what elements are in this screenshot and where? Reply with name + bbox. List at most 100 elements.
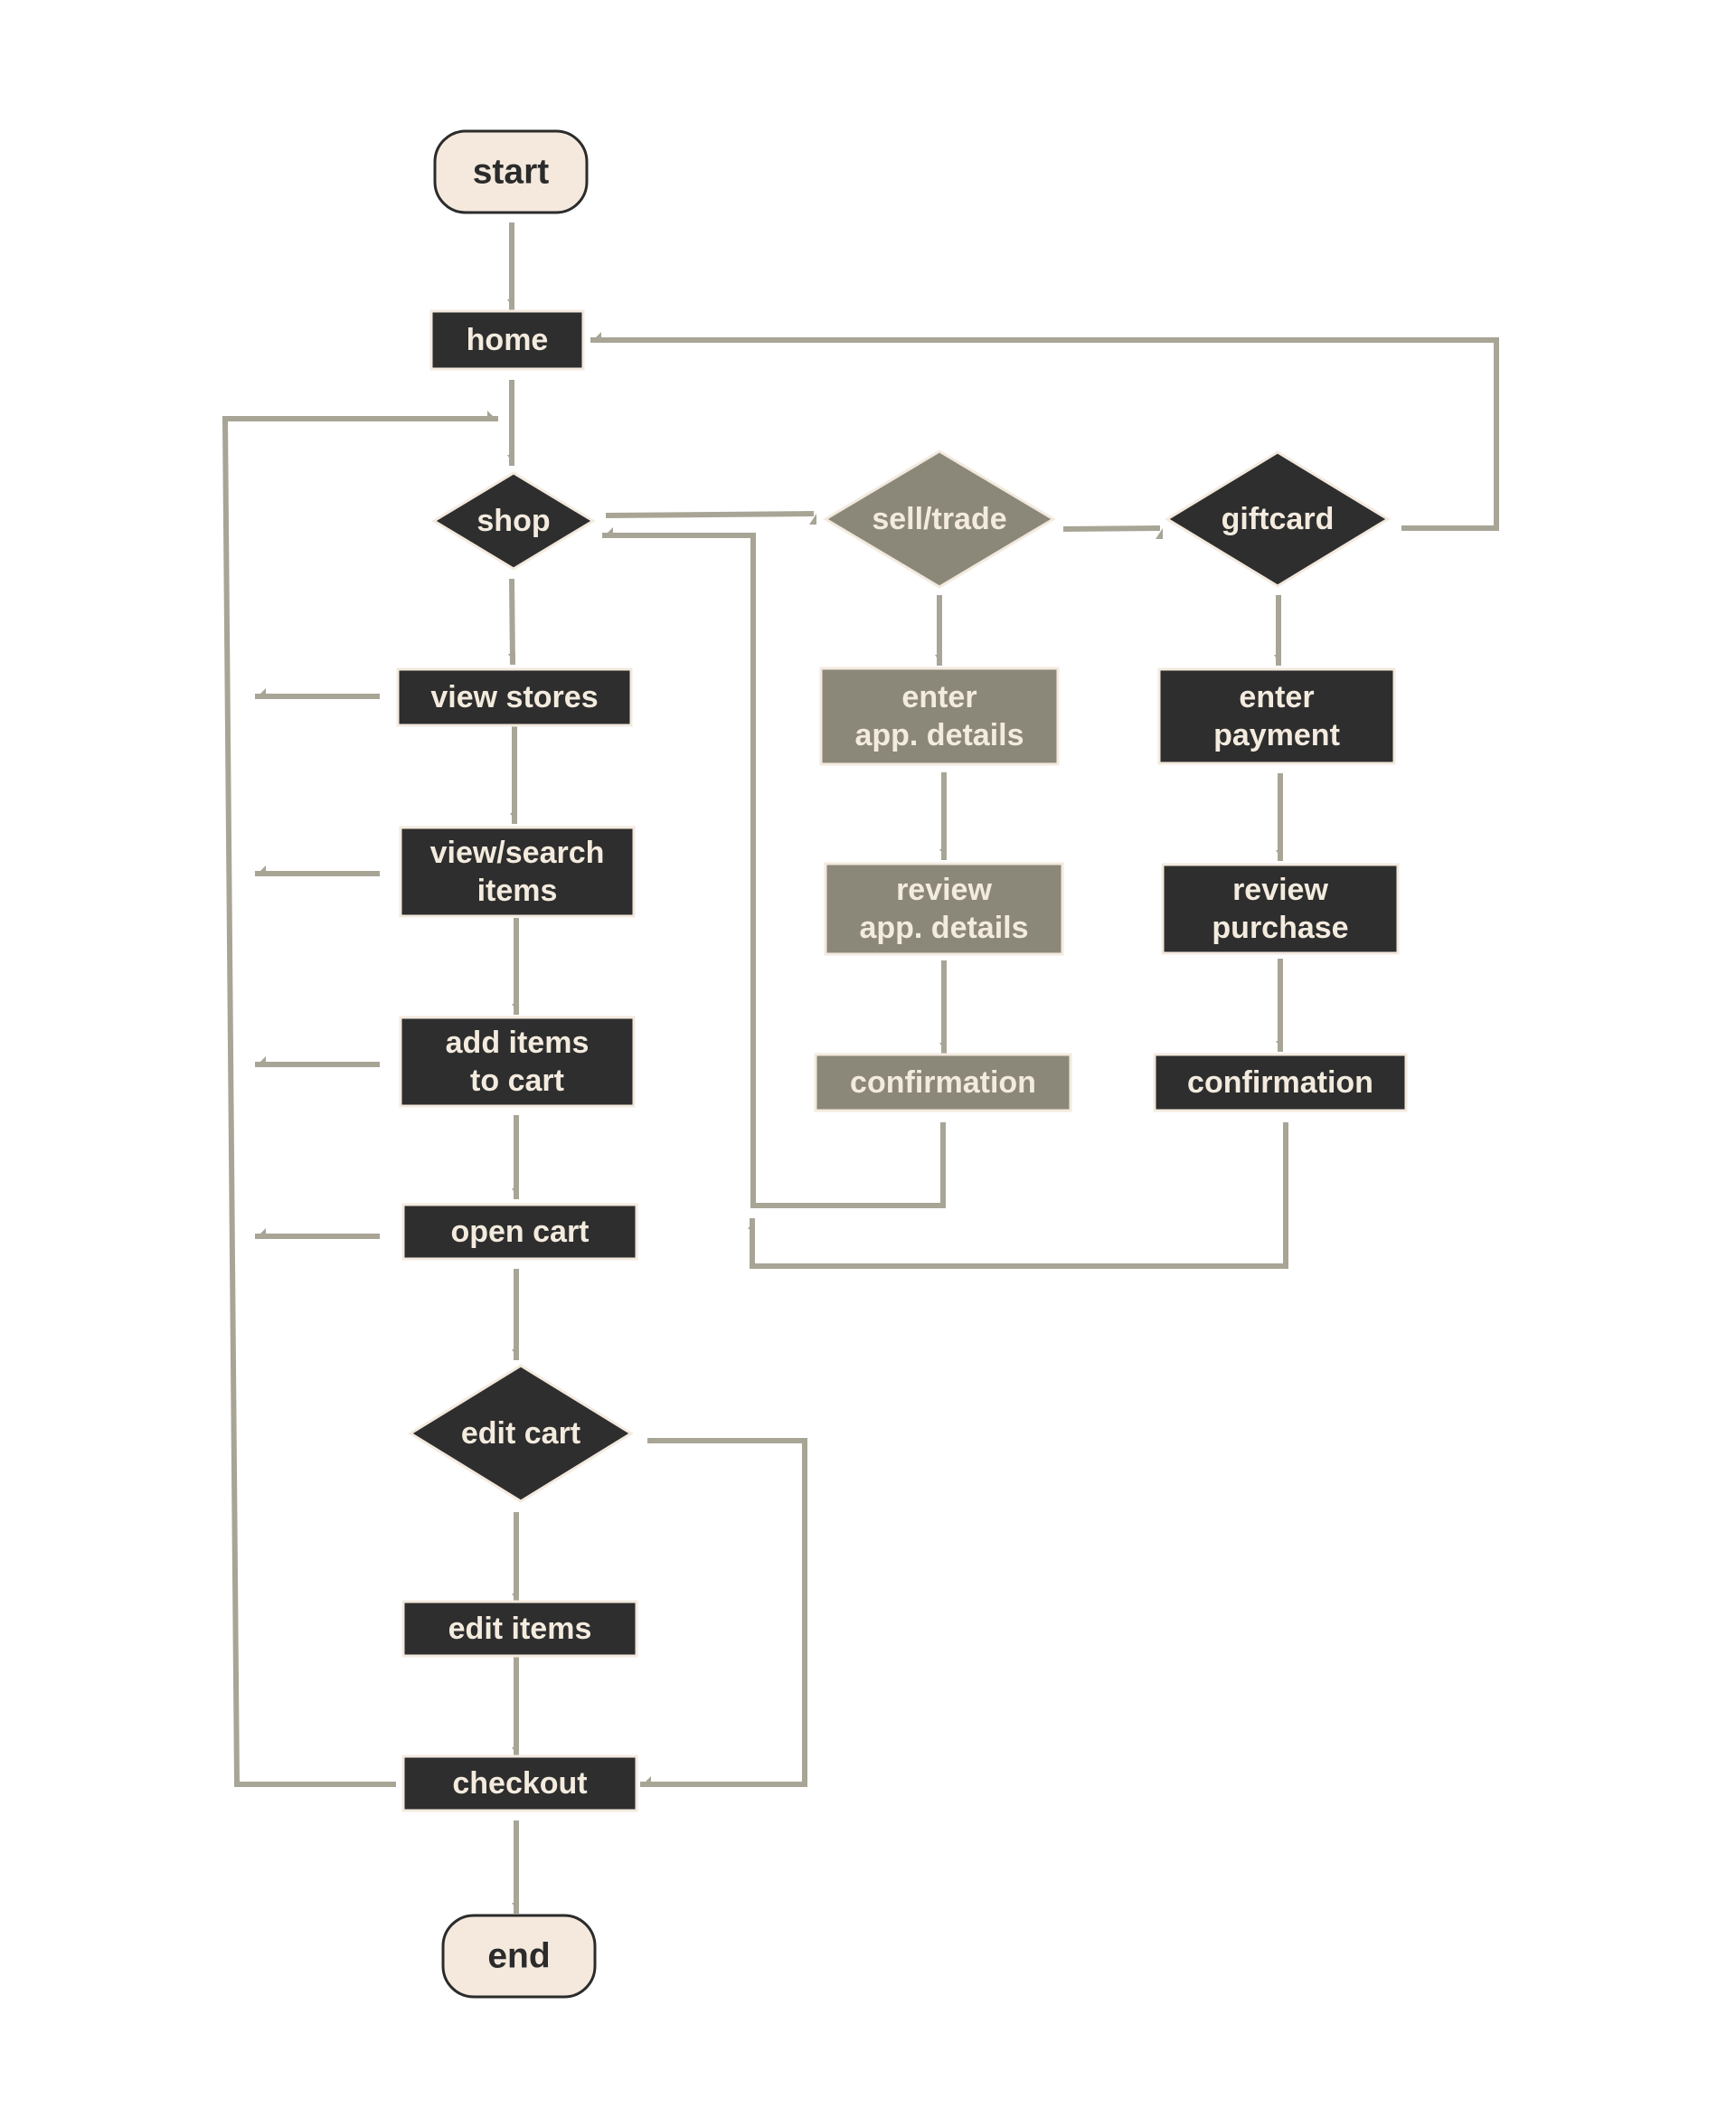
nodes-layer: start home shop sell/trade giftcard view stor… [396, 129, 1408, 1999]
edge-edit-cart-to-edit-items [512, 1512, 519, 1604]
node-label: app. details [859, 911, 1028, 945]
arrowhead-icon [487, 411, 498, 421]
node-enter-payment: enter payment [1157, 667, 1396, 765]
node-label: start [473, 152, 550, 191]
node-label: payment [1213, 718, 1340, 752]
arrowhead-icon [255, 865, 266, 876]
edge-shop-to-sell-trade [605, 511, 816, 525]
arrowhead-icon [512, 1188, 519, 1199]
step-box [824, 862, 1064, 956]
arrowhead-icon [939, 1043, 947, 1054]
edge-review-purchase-to-confirmation-giftcard [1276, 959, 1283, 1052]
edge-view-search-items-to-add-items-to-cart [512, 918, 519, 1015]
node-label: open cart [450, 1215, 589, 1249]
node-label: app. details [854, 718, 1024, 752]
arrowhead-icon [1276, 850, 1283, 861]
connector-line [750, 1122, 1288, 1269]
arrowhead-icon [939, 849, 947, 860]
node-start: start [433, 129, 589, 214]
node-review-app-details: review app. details [824, 862, 1064, 956]
terminal-pill [441, 1914, 597, 1999]
edge-home-to-shop [507, 380, 514, 466]
arrowhead-icon [510, 813, 517, 824]
node-home: home [429, 309, 585, 371]
step-box [401, 1203, 638, 1261]
node-label: review [896, 873, 992, 907]
arrowhead-icon [1156, 528, 1163, 539]
edge-review-app-details-to-confirmation-trade [939, 960, 947, 1054]
step-box [1153, 1053, 1408, 1112]
arrowhead-icon [935, 655, 942, 666]
edge-sell-trade-to-giftcard [1062, 525, 1163, 539]
node-open-cart: open cart [401, 1203, 638, 1261]
connector-line [602, 533, 946, 1208]
node-label: enter [901, 680, 976, 714]
node-label: confirmation [1187, 1065, 1373, 1100]
edge-sell-trade-to-enter-app-details [935, 595, 942, 666]
node-label: items [477, 874, 558, 908]
node-label: shop [476, 504, 550, 538]
edge-start-to-home [507, 222, 514, 310]
node-label: add items [446, 1026, 590, 1060]
edge-view-stores-to-checkout [255, 688, 380, 699]
step-box [1157, 667, 1396, 765]
step-box [396, 667, 633, 727]
connector-line [1062, 525, 1161, 532]
step-box [399, 1016, 636, 1108]
step-box [401, 1754, 638, 1812]
node-giftcard: giftcard [1165, 450, 1391, 588]
edge-checkout-to-shop [222, 411, 498, 1787]
connector-line [605, 511, 815, 518]
step-box [401, 1600, 638, 1658]
node-view-stores: view stores [396, 667, 633, 727]
arrowhead-icon [512, 1349, 519, 1360]
decision-diamond [408, 1364, 634, 1503]
arrowhead-icon [255, 688, 266, 699]
step-box [814, 1053, 1072, 1112]
edge-confirmation-giftcard-to-shop [748, 1122, 1288, 1269]
decision-diamond [1165, 450, 1391, 588]
node-label: confirmation [850, 1065, 1036, 1100]
node-add-items-to-cart: add items to cart [399, 1016, 636, 1108]
edge-view-stores-to-view-search-items [510, 725, 517, 824]
node-shop: shop [431, 471, 596, 571]
edge-enter-app-details-to-review-app-details [939, 772, 947, 860]
node-label: view stores [430, 680, 598, 714]
step-box [1161, 863, 1400, 955]
node-confirmation-giftcard: confirmation [1153, 1053, 1408, 1112]
edge-giftcard-to-enter-payment [1274, 595, 1281, 666]
arrowhead-icon [512, 1004, 519, 1015]
edge-giftcard-to-home [590, 332, 1499, 531]
node-label: edit items [448, 1612, 592, 1646]
step-box [429, 309, 585, 371]
step-box [399, 826, 636, 918]
node-edit-cart: edit cart [408, 1364, 634, 1503]
decision-diamond [823, 449, 1056, 589]
connector-line [590, 337, 1499, 531]
edge-open-cart-to-checkout [255, 1228, 380, 1239]
edge-view-search-items-to-checkout [255, 865, 380, 876]
terminal-pill [433, 129, 589, 214]
node-label: review [1232, 873, 1328, 907]
node-edit-items: edit items [401, 1600, 638, 1658]
node-label: to cart [470, 1064, 564, 1098]
node-label: view/search [430, 836, 605, 870]
edge-confirmation-trade-to-shop [602, 527, 946, 1208]
connector-line [640, 1438, 807, 1787]
arrowhead-icon [255, 1228, 266, 1239]
node-label: enter [1239, 680, 1314, 714]
arrowhead-icon [809, 514, 816, 525]
arrowhead-icon [748, 1218, 755, 1229]
edge-edit-items-to-checkout [512, 1657, 519, 1758]
decision-diamond [431, 471, 596, 571]
arrowhead-icon [640, 1776, 651, 1787]
edge-enter-payment-to-review-purchase [1276, 773, 1283, 861]
node-sell-trade: sell/trade [823, 449, 1056, 589]
arrowhead-icon [1276, 1041, 1283, 1052]
arrowhead-icon [602, 527, 613, 538]
step-box [819, 667, 1060, 766]
arrowhead-icon [590, 332, 601, 343]
edge-open-cart-to-edit-cart [512, 1269, 519, 1360]
